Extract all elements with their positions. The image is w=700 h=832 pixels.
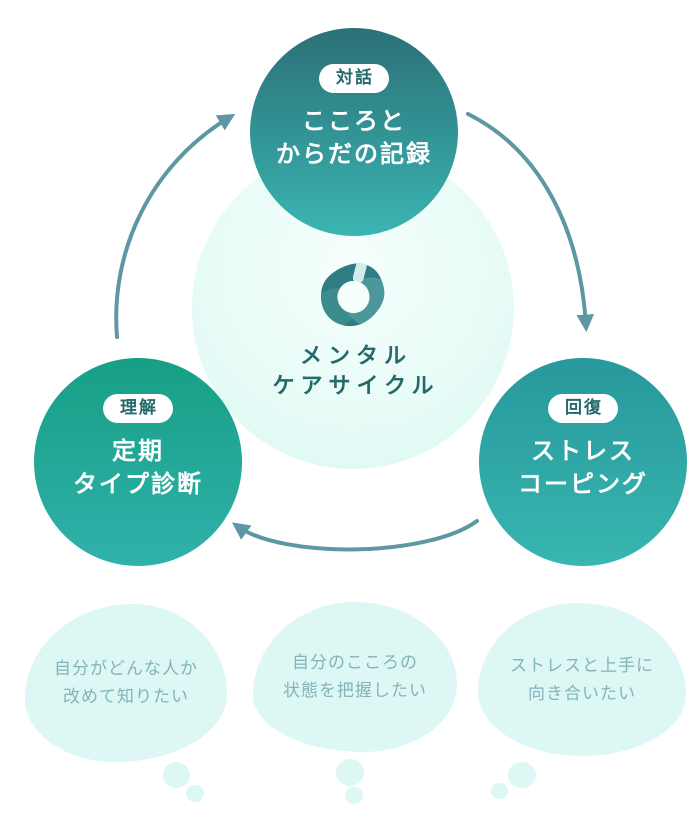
thought-bubble-line1: ストレスと上手に (510, 655, 654, 676)
cycle-center: メンタル ケアサイクル (203, 256, 503, 402)
thought-bubble-line2: 向き合いたい (528, 683, 636, 704)
node-label-understanding-line2: タイプ診断 (73, 470, 203, 499)
cycle-title-line1: メンタル (299, 344, 412, 369)
thought-bubble-tail (336, 759, 364, 786)
thought-bubble-line2: 状態を把握したい (283, 681, 427, 701)
thought-bubble-dialogue: 自分のこころの 状態を把握したい (253, 602, 457, 804)
cycle-node-understanding: 理解 定期 タイプ診断 (34, 358, 242, 566)
arrow-recovery-to-understanding-icon (231, 519, 479, 552)
thought-bubble-tail (186, 785, 204, 802)
thought-bubble-text: 自分のこころの 状態を把握したい (253, 602, 457, 752)
node-label-recovery: ストレス コーピング (518, 435, 648, 501)
node-badge-recovery: 回復 (548, 394, 618, 424)
cycle-title-line2: ケアサイクル (272, 374, 440, 399)
thought-bubble-blob (25, 604, 227, 762)
node-label-dialogue-line1: こころと (302, 107, 406, 136)
node-label-understanding: 定期 タイプ診断 (73, 435, 203, 501)
thought-bubble-understanding: 自分がどんな人か 改めて知りたい (25, 604, 227, 802)
node-badge-understanding: 理解 (103, 394, 173, 424)
cycle-title: メンタル ケアサイクル (267, 342, 440, 402)
thought-bubble-recovery: ストレスと上手に 向き合いたい (478, 603, 686, 799)
thought-bubble-blob (253, 602, 457, 752)
cycle-node-dialogue: 対話 こころと からだの記録 (250, 28, 458, 236)
thought-bubble-line2: 改めて知りたい (63, 687, 189, 707)
thought-bubble-tail (163, 762, 190, 788)
app-logo-icon (320, 263, 385, 327)
thought-bubble-line1: 自分のこころの (292, 653, 418, 673)
node-label-understanding-line1: 定期 (112, 437, 164, 466)
thought-bubble-tail (345, 787, 363, 804)
node-label-recovery-line1: ストレス (531, 437, 635, 466)
node-badge-dialogue: 対話 (319, 64, 389, 94)
thought-bubble-blob (478, 603, 686, 756)
node-label-recovery-line2: コーピング (518, 470, 648, 499)
thought-bubble-text: 自分がどんな人か 改めて知りたい (25, 604, 227, 762)
node-label-dialogue: こころと からだの記録 (276, 105, 432, 171)
thought-bubble-tail (491, 783, 508, 799)
node-label-dialogue-line2: からだの記録 (276, 140, 432, 169)
cycle-node-recovery: 回復 ストレス コーピング (479, 358, 687, 566)
thought-bubble-text: ストレスと上手に 向き合いたい (478, 603, 686, 756)
thought-bubble-tail (508, 762, 536, 788)
thought-bubble-line1: 自分がどんな人か (54, 659, 198, 679)
